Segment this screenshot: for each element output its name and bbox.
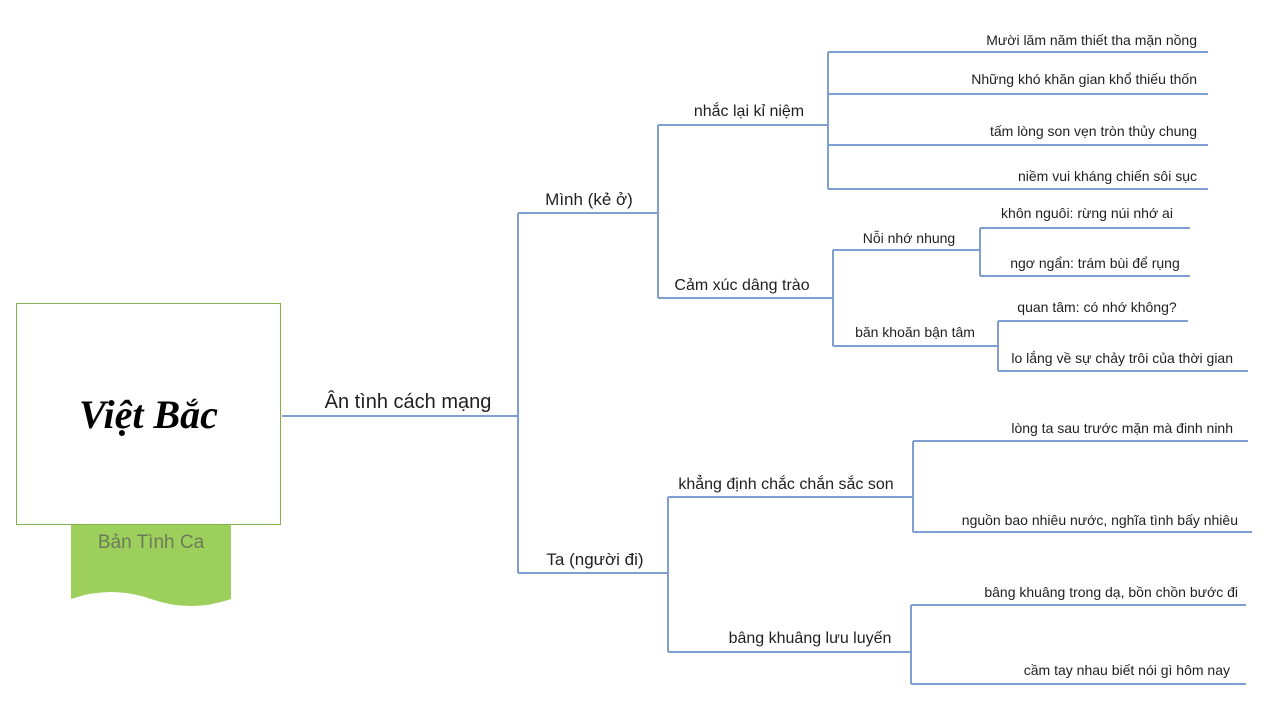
root-node: Việt Bắc [16, 303, 281, 525]
node-label: niềm vui kháng chiến sôi sục [1018, 168, 1197, 184]
node-label: Mình (kẻ ở) [545, 190, 633, 209]
node-label: cầm tay nhau biết nói gì hôm nay [1024, 662, 1230, 678]
node-label: băn khoăn bận tâm [855, 324, 975, 340]
node-label: nguồn bao nhiêu nước, nghĩa tình bấy nhi… [962, 512, 1238, 528]
node-label: lòng ta sau trước mặn mà đinh ninh [1011, 420, 1233, 436]
node-label: bâng khuâng lưu luyến [729, 630, 892, 647]
node-label: quan tâm: có nhớ không? [1017, 299, 1177, 315]
banner-label: Bản Tình Ca [97, 532, 205, 553]
node-label: khẳng định chắc chắn sắc son [678, 474, 893, 493]
node-label: tấm lòng son vẹn tròn thủy chung [990, 123, 1197, 139]
node-label: Nỗi nhớ nhung [863, 230, 955, 246]
node-label: Cảm xúc dâng trào [674, 277, 809, 294]
node-label: lo lắng về sự chảy trôi của thời gian [1011, 350, 1233, 366]
node-label: Mười lăm năm thiết tha mặn nồng [986, 32, 1197, 48]
node-label: Ân tình cách mạng [325, 390, 492, 413]
node-label: nhắc lại kỉ niệm [694, 101, 804, 120]
root-title: Việt Bắc [79, 391, 218, 437]
node-label: Những khó khăn gian khổ thiếu thốn [971, 71, 1197, 87]
banner-shape [71, 525, 231, 606]
node-label: ngơ ngẩn: trám bùi để rụng [1010, 255, 1180, 271]
node-label: Ta (người đi) [546, 550, 643, 569]
node-label: bâng khuâng trong dạ, bồn chồn bước đi [984, 584, 1238, 600]
node-label: khôn nguôi: rừng núi nhớ ai [1001, 205, 1173, 221]
